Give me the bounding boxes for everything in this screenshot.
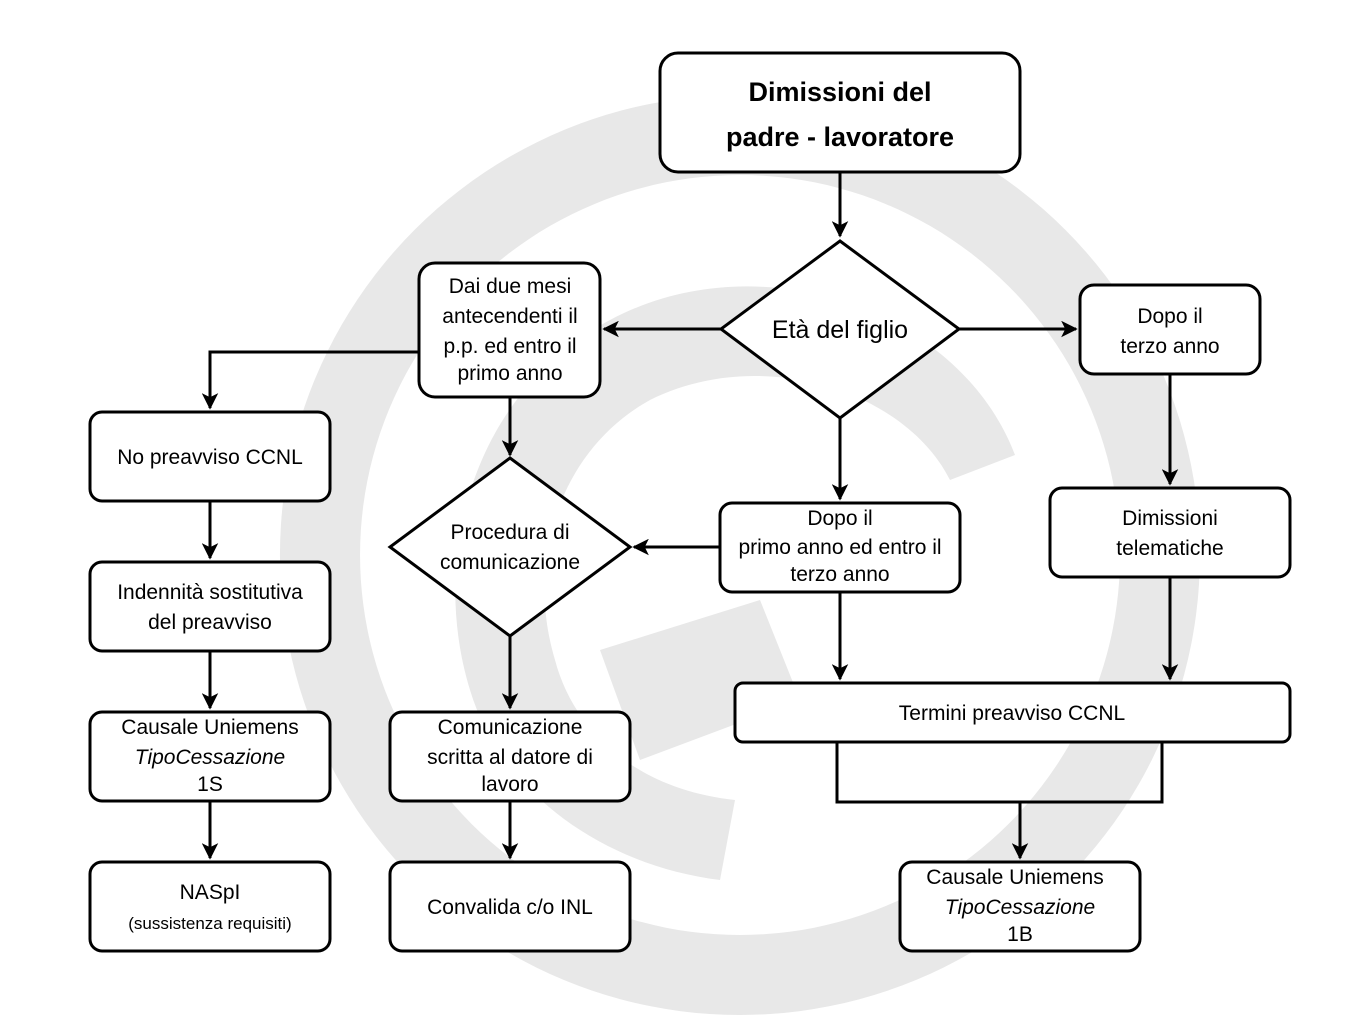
node-after-third: Dopo il terzo anno [1078,283,1262,376]
node-second-third-line1: Dopo il [807,507,872,530]
node-after-third-line1: Dopo il [1137,305,1202,328]
node-validation: Convalida c/o INL [388,860,632,953]
edge-first-year-to-no-notice [201,350,419,410]
node-code-1s-line3: 1S [197,773,223,796]
node-code-1b-line3: 1B [1007,923,1033,946]
node-written-comm: Comunicazione scritta al datore di lavor… [388,710,632,803]
node-first-year-line1: Dai due mesi [449,275,572,298]
node-telematic-line1: Dimissioni [1122,507,1218,530]
node-code-1b: Causale Uniemens TipoCessazione 1B [898,860,1142,953]
node-code-1s-line1: Causale Uniemens [121,716,298,739]
node-start-line2: padre - lavoratore [726,122,954,152]
node-second-third-line2: primo anno ed entro il [738,536,941,559]
node-telematic-line2: telematiche [1116,537,1223,560]
node-procedure: Procedura di comunicazione [387,456,633,638]
node-procedure-line2: comunicazione [440,551,580,574]
node-second-third: Dopo il primo anno ed entro il terzo ann… [718,501,962,594]
node-first-year-line3: p.p. ed entro il [443,335,576,358]
node-after-third-line2: terzo anno [1120,335,1219,358]
node-compensation-line2: del preavviso [148,611,272,634]
node-notice-terms-label: Termini preavviso CCNL [899,702,1125,725]
node-start-line1: Dimissioni del [748,77,931,107]
node-telematic: Dimissioni telematiche [1048,486,1292,579]
node-age-decision: Età del figlio [718,239,962,420]
node-code-1b-line2: TipoCessazione [945,896,1095,919]
node-procedure-line1: Procedura di [450,521,569,544]
node-validation-label: Convalida c/o INL [427,896,593,919]
edge-notice-terms-bracket [835,742,1164,804]
node-naspi-line2: (sussistenza requisiti) [128,914,291,933]
node-age-decision-label: Età del figlio [772,316,908,344]
node-naspi-line1: NASpI [180,881,241,904]
node-code-1b-line1: Causale Uniemens [926,866,1103,889]
node-naspi: NASpI (sussistenza requisiti) [88,860,332,953]
node-compensation-line1: Indennità sostitutiva [117,581,303,604]
node-notice-terms: Termini preavviso CCNL [733,681,1292,744]
node-compensation: Indennità sostitutiva del preavviso [88,560,332,653]
node-code-1s-line2: TipoCessazione [135,746,285,769]
copyright-c-watermark-icon [279,95,1200,1015]
edges [201,173,1179,860]
node-written-comm-line1: Comunicazione [438,716,583,739]
node-second-third-line3: terzo anno [790,563,889,586]
node-written-comm-line3: lavoro [481,773,538,796]
node-first-year: Dai due mesi antecendenti il p.p. ed ent… [417,261,602,399]
node-code-1s: Causale Uniemens TipoCessazione 1S [88,710,332,803]
node-written-comm-line2: scritta al datore di [427,746,593,769]
node-no-notice: No preavviso CCNL [88,410,332,503]
node-start: Dimissioni del padre - lavoratore [658,51,1022,174]
node-first-year-line2: antecendenti il [442,305,577,328]
node-no-notice-label: No preavviso CCNL [117,446,303,469]
node-first-year-line4: primo anno [457,362,562,385]
